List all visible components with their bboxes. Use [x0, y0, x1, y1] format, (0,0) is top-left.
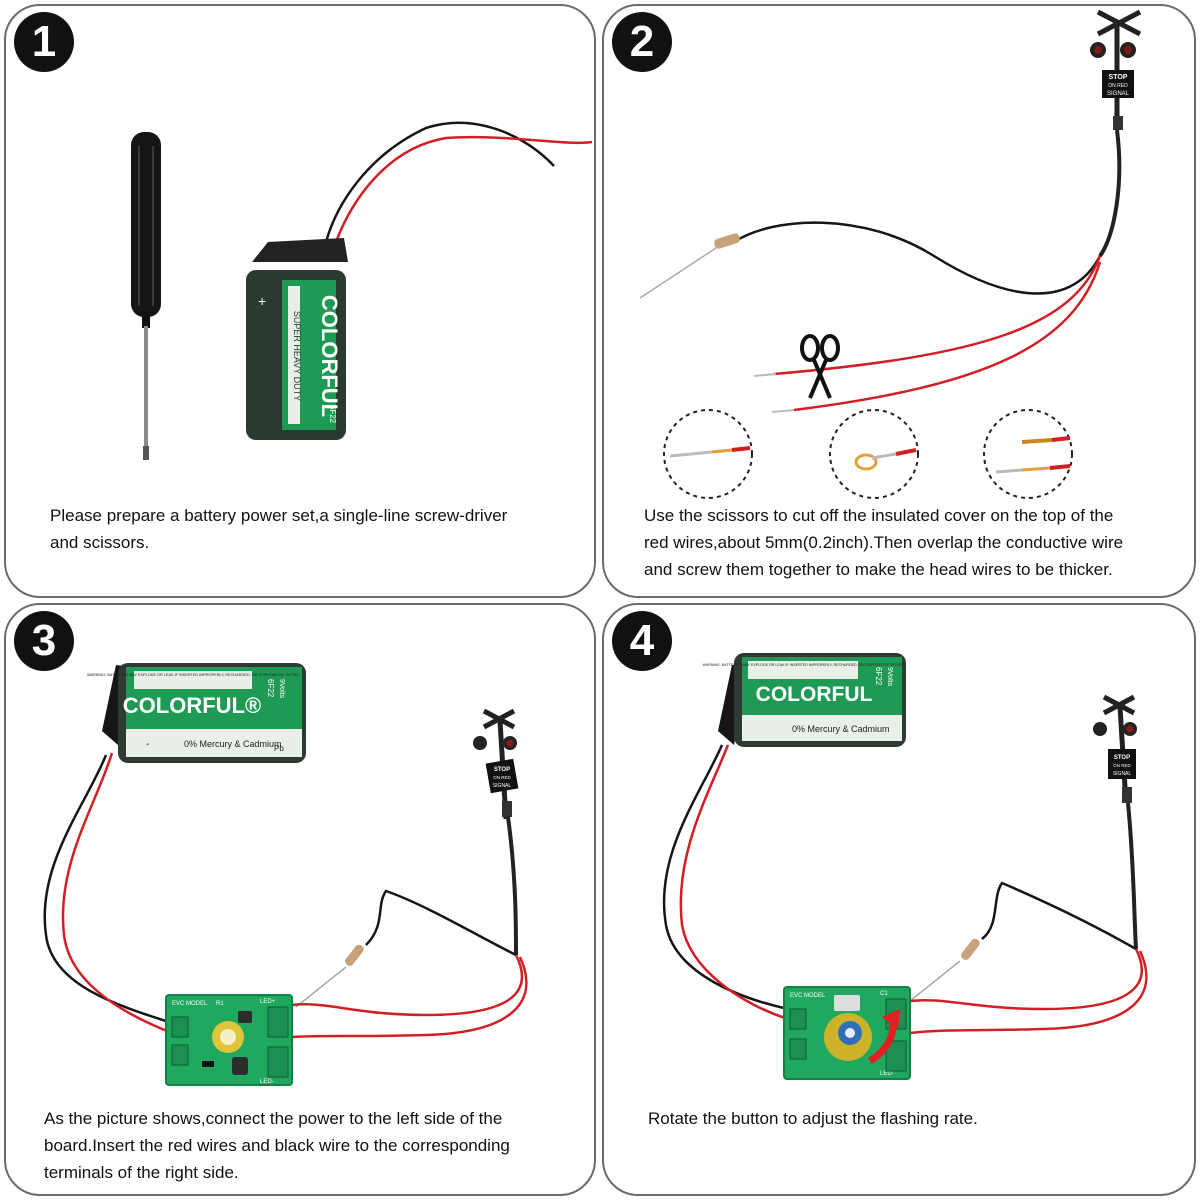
- rotate-arrowhead-icon: [882, 1009, 900, 1029]
- caption-line: As the picture shows,connect the power t…: [44, 1109, 503, 1128]
- caption-line: Use the scissors to cut off the insulate…: [644, 506, 1114, 525]
- signal-sign-line1: STOP: [1109, 74, 1128, 81]
- signal-sign-line2: ON RED: [493, 775, 511, 780]
- screwdriver-icon: [131, 132, 161, 460]
- step-2-panel: 2 STOP ON RED SIGNAL: [602, 4, 1196, 598]
- board-led-neg-text: LED-: [880, 1071, 894, 1077]
- detail-circle-twisted: [983, 409, 1073, 499]
- board-c1-text: C1: [880, 991, 888, 997]
- board-brand-text: EVC MODEL: [172, 1001, 208, 1007]
- battery-minus-text: -: [146, 739, 149, 750]
- signal-sign-line3: SIGNAL: [1107, 91, 1130, 97]
- battery-icon: COLORFUL SUPER HEAVY DUTY + 6F22: [246, 238, 348, 440]
- battery-brand-text: COLORFUL: [756, 683, 873, 706]
- crossing-signal-icon: STOP ON RED SIGNAL: [473, 708, 519, 820]
- battery-model-text: 6F22: [266, 679, 275, 698]
- step-number-badge: 2: [612, 12, 672, 72]
- battery-pb-text: Pb: [274, 744, 284, 753]
- battery-icon: WARNING: BATTERIES MAY EXPLODE OR LEAK I…: [87, 663, 306, 763]
- battery-plus-text: +: [258, 293, 266, 309]
- caption-line: and scissors.: [50, 533, 150, 552]
- scissors-icon: [800, 334, 840, 399]
- board-r1-text: R1: [216, 1001, 224, 1007]
- board-led-neg-text: LED-: [260, 1079, 274, 1085]
- signal-sign-line1: STOP: [1114, 755, 1130, 761]
- signal-sign-line2: ON RED: [1113, 763, 1131, 768]
- step-1-illustration: COLORFUL SUPER HEAVY DUTY + 6F22: [131, 121, 593, 460]
- detail-circle-looped: [829, 409, 919, 499]
- step-4-caption: Rotate the button to adjust the flashing…: [648, 1105, 1168, 1132]
- caption-line: terminals of the right side.: [44, 1163, 239, 1182]
- battery-voltage-text: 9Volts: [886, 667, 893, 687]
- step-number-badge: 3: [14, 611, 74, 671]
- signal-sign-line1: STOP: [494, 767, 510, 773]
- caption-line: and screw them together to make the head…: [644, 560, 1113, 579]
- step-3-panel: 3 WARNING: BATTERIES MAY EXPLODE OR LEAK…: [4, 603, 596, 1196]
- signal-sign-line2: ON RED: [1108, 83, 1128, 89]
- step-3-caption: As the picture shows,connect the power t…: [44, 1105, 574, 1186]
- signal-sign-line3: SIGNAL: [493, 783, 512, 789]
- step-3-illustration: WARNING: BATTERIES MAY EXPLODE OR LEAK I…: [43, 663, 528, 1086]
- detail-circle-stripped: [663, 409, 753, 499]
- step-4-panel: 4 WARNING: BATTERIES MAY EXPLODE OR LEAK…: [602, 603, 1196, 1196]
- battery-voltage-text: 9Volts: [278, 679, 285, 699]
- caption-line: board.Insert the red wires and black wir…: [44, 1136, 510, 1155]
- caption-line: red wires,about 5mm(0.2inch).Then overla…: [644, 533, 1124, 552]
- caption-line: Please prepare a battery power set,a sin…: [50, 506, 508, 525]
- caption-line: Rotate the button to adjust the flashing…: [648, 1109, 978, 1128]
- battery-icon: WARNING: BATTERIES MAY EXPLODE OR LEAK I…: [703, 653, 906, 747]
- control-board-icon: EVC MODEL R1 LED+ LED-: [165, 994, 293, 1086]
- battery-model-text: 6F22: [328, 405, 337, 424]
- battery-warning-text: WARNING: BATTERIES MAY EXPLODE OR LEAK I…: [87, 673, 300, 677]
- battery-mercury-text: 0% Mercury & Cadmium: [184, 739, 282, 749]
- battery-brand-text: COLORFUL: [317, 295, 342, 417]
- step-number-badge: 4: [612, 611, 672, 671]
- battery-warning-text: WARNING: BATTERIES MAY EXPLODE OR LEAK I…: [703, 663, 904, 667]
- step-2-illustration: STOP ON RED SIGNAL: [639, 9, 1142, 499]
- step-2-caption: Use the scissors to cut off the insulate…: [644, 502, 1174, 583]
- step-4-illustration: WARNING: BATTERIES MAY EXPLODE OR LEAK I…: [662, 653, 1148, 1080]
- battery-tagline-text: SUPER HEAVY DUTY: [292, 311, 302, 401]
- battery-model-text: 6F22: [874, 667, 883, 686]
- battery-brand-text: COLORFUL®: [123, 693, 261, 718]
- step-1-caption: Please prepare a battery power set,a sin…: [50, 502, 570, 556]
- board-brand-text: EVC MODEL: [790, 993, 826, 999]
- signal-sign-line3: SIGNAL: [1113, 771, 1132, 777]
- battery-mercury-text: 0% Mercury & Cadmium: [792, 724, 890, 734]
- crossing-signal-icon: STOP ON RED SIGNAL: [1090, 9, 1142, 130]
- step-number-badge: 1: [14, 12, 74, 72]
- board-led-pos-text: LED+: [260, 999, 276, 1005]
- step-1-panel: 1 COLORFUL SUPER HEAVY DUTY + 6F22 Pleas…: [4, 4, 596, 598]
- crossing-signal-icon: STOP ON RED SIGNAL: [1093, 694, 1137, 804]
